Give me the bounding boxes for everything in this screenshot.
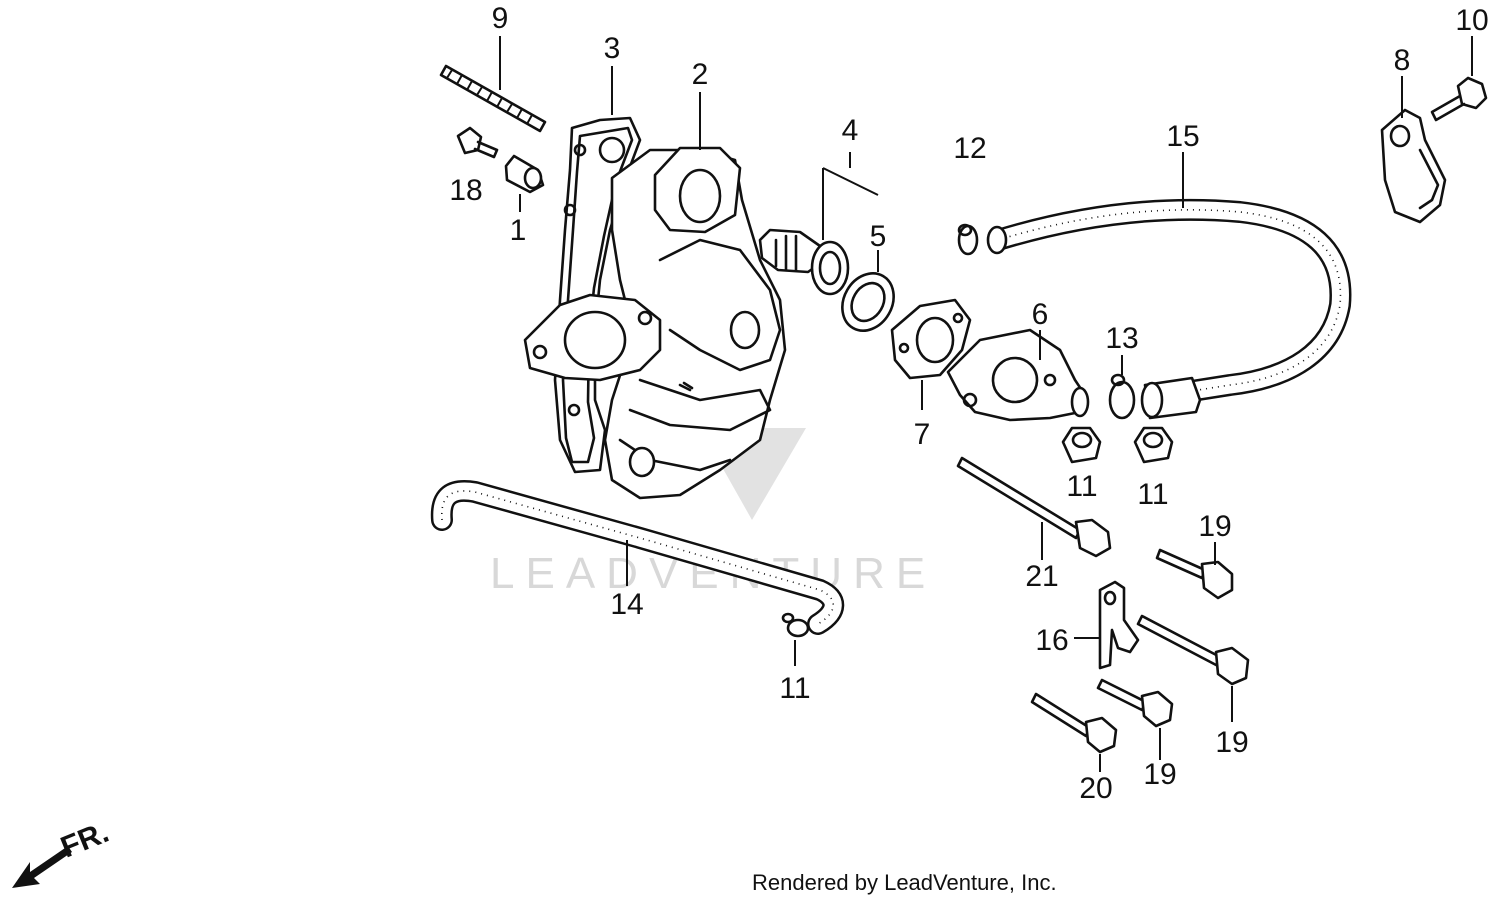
callout-3: 3 xyxy=(604,32,621,65)
part-clamp-bracket[interactable] xyxy=(1380,108,1447,224)
callout-11-right: 11 xyxy=(1137,478,1168,511)
part-collar[interactable] xyxy=(504,154,545,194)
part-flange-nut-right[interactable] xyxy=(1133,426,1174,464)
callout-20: 19 xyxy=(1215,726,1248,759)
part-flange-bolt-19-left[interactable] xyxy=(1030,692,1118,754)
callout-13: 12 xyxy=(953,132,986,165)
callout-15: 14 xyxy=(610,588,643,621)
part-long-bolt[interactable] xyxy=(956,456,1112,558)
callout-9: 9 xyxy=(492,2,509,35)
callout-14: 13 xyxy=(1105,322,1138,355)
callout-2: 2 xyxy=(692,58,709,91)
part-stud-bolt[interactable] xyxy=(439,64,547,133)
part-clamp-17[interactable] xyxy=(1098,580,1140,670)
part-small-bolt[interactable] xyxy=(456,126,499,159)
part-hose-clip-12[interactable] xyxy=(781,612,810,638)
part-water-pump-case[interactable] xyxy=(603,146,787,500)
front-indicator-label: FR. xyxy=(56,816,113,865)
callout-6: 6 xyxy=(1032,298,1049,331)
part-thermostat[interactable] xyxy=(758,228,850,296)
callout-8: 8 xyxy=(1394,44,1411,77)
part-flange-bolt-20[interactable] xyxy=(1136,614,1250,686)
front-arrow-icon xyxy=(12,846,72,888)
part-water-hose-16[interactable] xyxy=(986,198,1352,420)
part-thermostat-seal[interactable] xyxy=(832,264,904,340)
footer-credit: Rendered by LeadVenture, Inc. xyxy=(752,870,1057,895)
part-flange-bolt-19-mid[interactable] xyxy=(1096,678,1174,728)
callout-10: 10 xyxy=(1455,4,1488,37)
part-inlet-flange[interactable] xyxy=(523,293,662,382)
part-case-gasket[interactable] xyxy=(553,116,642,474)
callout-19-left: 20 xyxy=(1079,772,1112,805)
part-hose-clip-13[interactable] xyxy=(957,223,979,256)
part-thermostat-cover[interactable] xyxy=(946,328,1090,422)
part-bracket-bolt[interactable] xyxy=(1430,76,1488,122)
callout-1: 1 xyxy=(510,214,527,247)
callout-18: 18 xyxy=(449,174,482,207)
part-flange-bolt-19-top[interactable] xyxy=(1155,548,1234,600)
part-water-hose-15[interactable] xyxy=(430,480,845,635)
callout-4: 4 xyxy=(842,114,859,147)
callout-11-left: 11 xyxy=(1066,470,1097,503)
callout-19-mid: 19 xyxy=(1143,758,1176,791)
callout-21: 21 xyxy=(1025,560,1058,593)
callout-19-top: 19 xyxy=(1198,510,1231,543)
part-hose-clip-14[interactable] xyxy=(1108,373,1136,420)
callout-7: 7 xyxy=(914,418,931,451)
callout-17: 16 xyxy=(1035,624,1068,657)
part-thermostat-cover-gasket[interactable] xyxy=(890,298,972,380)
part-flange-nut-left[interactable] xyxy=(1061,426,1102,464)
callout-12: 11 xyxy=(779,672,810,705)
callout-5: 5 xyxy=(870,220,887,253)
callout-16: 15 xyxy=(1166,120,1199,153)
